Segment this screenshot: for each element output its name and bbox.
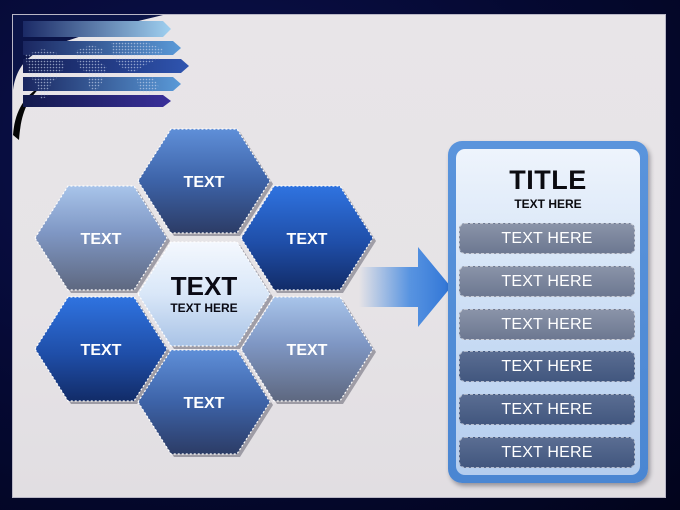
center-title: TEXT bbox=[171, 271, 238, 301]
panel-item[interactable]: TEXT HERE bbox=[459, 351, 635, 383]
panel-item[interactable]: TEXT HERE bbox=[459, 265, 635, 297]
hexagon-top: TEXT bbox=[137, 128, 273, 236]
panel-item[interactable]: TEXT HERE bbox=[459, 223, 635, 254]
hexagon-bottom: TEXT bbox=[137, 349, 273, 457]
panel-item[interactable]: TEXT HERE bbox=[459, 437, 635, 468]
title-panel-inner: TITLE TEXT HERE TEXT HERE TEXT HERE TEXT H… bbox=[456, 149, 640, 475]
hexagon-label: TEXT bbox=[81, 231, 122, 248]
hexagon-upper-right: TEXT bbox=[240, 185, 376, 293]
hexagon-lower-right: TEXT bbox=[240, 296, 376, 404]
hexagon-label: TEXT bbox=[184, 395, 225, 412]
hexagon-label: TEXT bbox=[287, 342, 328, 359]
right-arrow-icon bbox=[359, 247, 451, 327]
title-panel: TITLE TEXT HERE TEXT HERE TEXT HERE TEXT H… bbox=[448, 141, 648, 483]
hexagon-label: TEXT bbox=[81, 342, 122, 359]
panel-item[interactable]: TEXT HERE bbox=[459, 308, 635, 340]
panel-title: TITLE bbox=[509, 165, 587, 195]
hexagon-upper-left: TEXT bbox=[34, 185, 170, 293]
center-subtitle: TEXT HERE bbox=[170, 301, 237, 315]
panel-item[interactable]: TEXT HERE bbox=[459, 394, 635, 426]
hexagon-lower-left: TEXT bbox=[34, 296, 170, 404]
hexagon-label: TEXT bbox=[287, 231, 328, 248]
world-map-banner-icon bbox=[13, 15, 189, 140]
panel-subtitle: TEXT HERE bbox=[514, 197, 582, 211]
hexagon-label: TEXT bbox=[184, 174, 225, 191]
